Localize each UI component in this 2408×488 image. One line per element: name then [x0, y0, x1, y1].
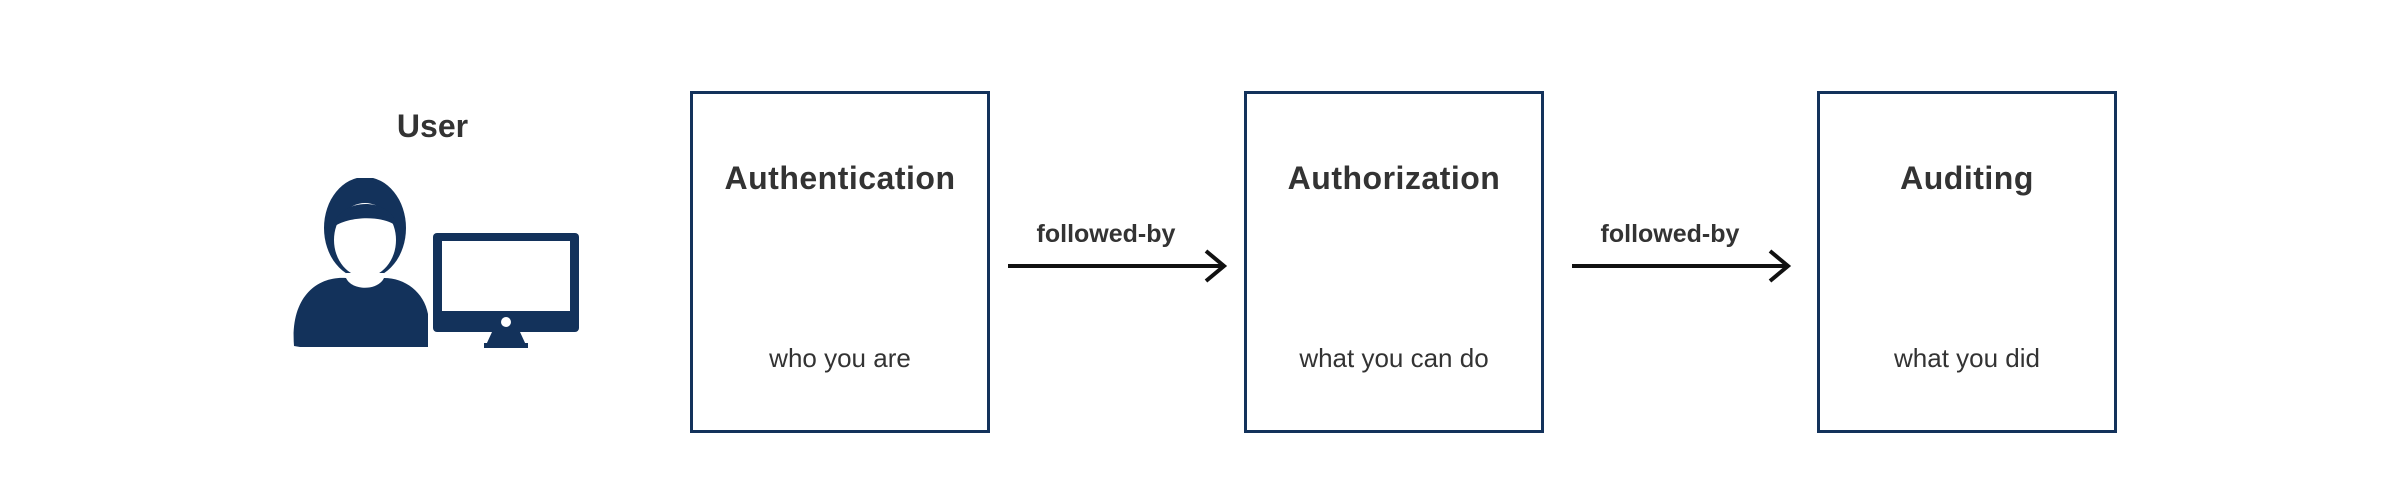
- connector-followed-by: followed-by: [1572, 220, 1794, 285]
- connector-label: followed-by: [1036, 220, 1176, 248]
- box-subtitle: what you did: [1894, 343, 2040, 373]
- authorization-box: Authorization what you can do: [1244, 91, 1544, 433]
- connector-followed-by: followed-by: [1008, 220, 1230, 285]
- box-subtitle: what you can do: [1299, 343, 1489, 373]
- box-title: Authorization: [1287, 160, 1501, 196]
- arrow-right-icon: [1572, 249, 1792, 283]
- box-subtitle: who you are: [769, 343, 911, 373]
- box-title: Auditing: [1900, 160, 2034, 196]
- arrow-right-icon: [1008, 249, 1228, 283]
- box-title: Authentication: [724, 160, 956, 196]
- user-label: User: [396, 108, 469, 144]
- authentication-box: Authentication who you are: [690, 91, 990, 433]
- user-at-computer-icon: [293, 178, 579, 348]
- auditing-box: Auditing what you did: [1817, 91, 2117, 433]
- connector-label: followed-by: [1600, 220, 1740, 248]
